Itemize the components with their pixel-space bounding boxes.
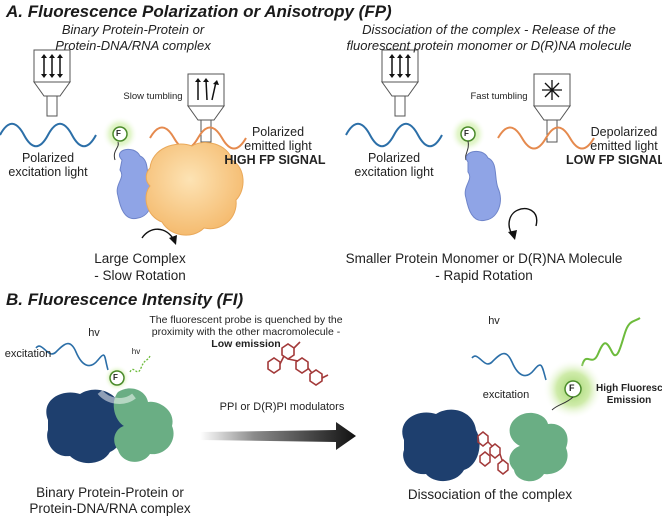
- fi-note-line-2: proximity with the other macromolecule -: [151, 326, 341, 338]
- low-emission-label: Low emission: [211, 338, 281, 350]
- fp-left-excitation-label-1: Polarized: [21, 151, 75, 165]
- fluorophore-b-left: [109, 370, 125, 386]
- excitation-label-b-left: excitation: [4, 348, 52, 360]
- high-emission-label-1: High Fluorescent: [596, 383, 662, 394]
- small-monomer-caption-2: - Rapid Rotation: [435, 268, 533, 283]
- high-emission-label-2: Emission: [606, 395, 652, 406]
- excitation-wave-a-right: [345, 122, 443, 148]
- fluor-letter-b-right: F: [569, 383, 575, 393]
- excitation-wave-a-left: [0, 122, 97, 148]
- partner-protein-a-left: [145, 142, 244, 236]
- fluor-letter-a-right: F: [464, 129, 469, 138]
- fi-left-caption-2: Protein-DNA/RNA complex: [29, 501, 191, 516]
- fi-right-caption: Dissociation of the complex: [407, 487, 573, 502]
- large-complex-caption-1: Large Complex: [94, 251, 186, 266]
- fp-right-emitted-label-2: emitted light: [590, 139, 658, 153]
- hv-label-b-left: hv: [88, 327, 100, 339]
- modulator-molecule-icon: [267, 341, 329, 386]
- slow-tumbling-label: Slow tumbling: [123, 91, 183, 102]
- fp-right-subtitle-2: fluorescent protein monomer or D(R)NA mo…: [346, 38, 632, 53]
- fp-left-subtitle-1: Binary Protein-Protein or: [61, 22, 205, 37]
- modulator-arrow-label: PPI or D(R)PI modulators: [219, 401, 345, 413]
- fp-left-subtitle-2: Protein-DNA/RNA complex: [55, 38, 211, 53]
- small-monomer-caption-1: Smaller Protein Monomer or D(R)NA Molecu…: [345, 251, 623, 266]
- emitted-wave-a-right: [497, 126, 595, 150]
- fast-tumbling-label: Fast tumbling: [470, 91, 528, 102]
- hv-label-b-right: hv: [488, 315, 500, 327]
- fp-right-excitation-label-2: excitation light: [354, 165, 434, 179]
- excitation-wave-b-left: [35, 342, 109, 371]
- green-protein-b-right: [509, 412, 568, 482]
- fp-left-excitation-label-2: excitation light: [8, 165, 88, 179]
- light-protein-a-left: [116, 148, 153, 220]
- dark-protein-b-left: [46, 389, 126, 464]
- emission-wave-b-right: [581, 317, 641, 367]
- fp-left-emitted-label-2: emitted light: [244, 139, 312, 153]
- rapid-rotation-arrow: [508, 207, 538, 237]
- fi-section-title: B. Fluorescence Intensity (FI): [6, 290, 244, 309]
- light-protein-a-right: [464, 150, 501, 222]
- high-fp-signal-label: HIGH FP SIGNAL: [224, 153, 326, 167]
- excitation-wave-b-right: [471, 352, 547, 381]
- green-protein-b-left: [113, 388, 174, 462]
- fp-right-emitted-label-1: Depolarized: [590, 125, 658, 139]
- polarizer-filter-right: [381, 49, 419, 117]
- fp-left-emitted-label-1: Polarized: [251, 125, 305, 139]
- fi-left-caption-1: Binary Protein-Protein or: [36, 485, 184, 500]
- fp-right-subtitle-1: Dissociation of the complex - Release of…: [362, 22, 616, 37]
- emitted-wave-a-left: [149, 126, 247, 150]
- fluor-letter-b-left: F: [113, 373, 118, 382]
- fp-section-title: A. Fluorescence Polarization or Anisotro…: [6, 2, 392, 21]
- large-complex-caption-2: - Slow Rotation: [94, 268, 186, 283]
- excitation-label-b-right: excitation: [482, 389, 530, 401]
- modulator-arrow: [200, 422, 356, 450]
- fluor-letter-a-left: F: [116, 129, 121, 138]
- fp-right-excitation-label-1: Polarized: [367, 151, 421, 165]
- dark-protein-b-right: [402, 409, 480, 482]
- slow-rotation-arrow: [141, 228, 175, 241]
- hv-small-label-b-left: hv: [131, 347, 141, 356]
- low-fp-signal-label: LOW FP SIGNAL: [566, 153, 662, 167]
- quenched-emission-wave: [129, 355, 151, 373]
- fluorophore-a-left: [112, 126, 128, 142]
- fi-note-line-1: The fluorescent probe is quenched by the: [149, 314, 343, 326]
- polarizer-filter-left: [33, 49, 71, 117]
- polarizer-emitted-left: [187, 73, 225, 143]
- modulator-cluster-icon: [477, 431, 509, 475]
